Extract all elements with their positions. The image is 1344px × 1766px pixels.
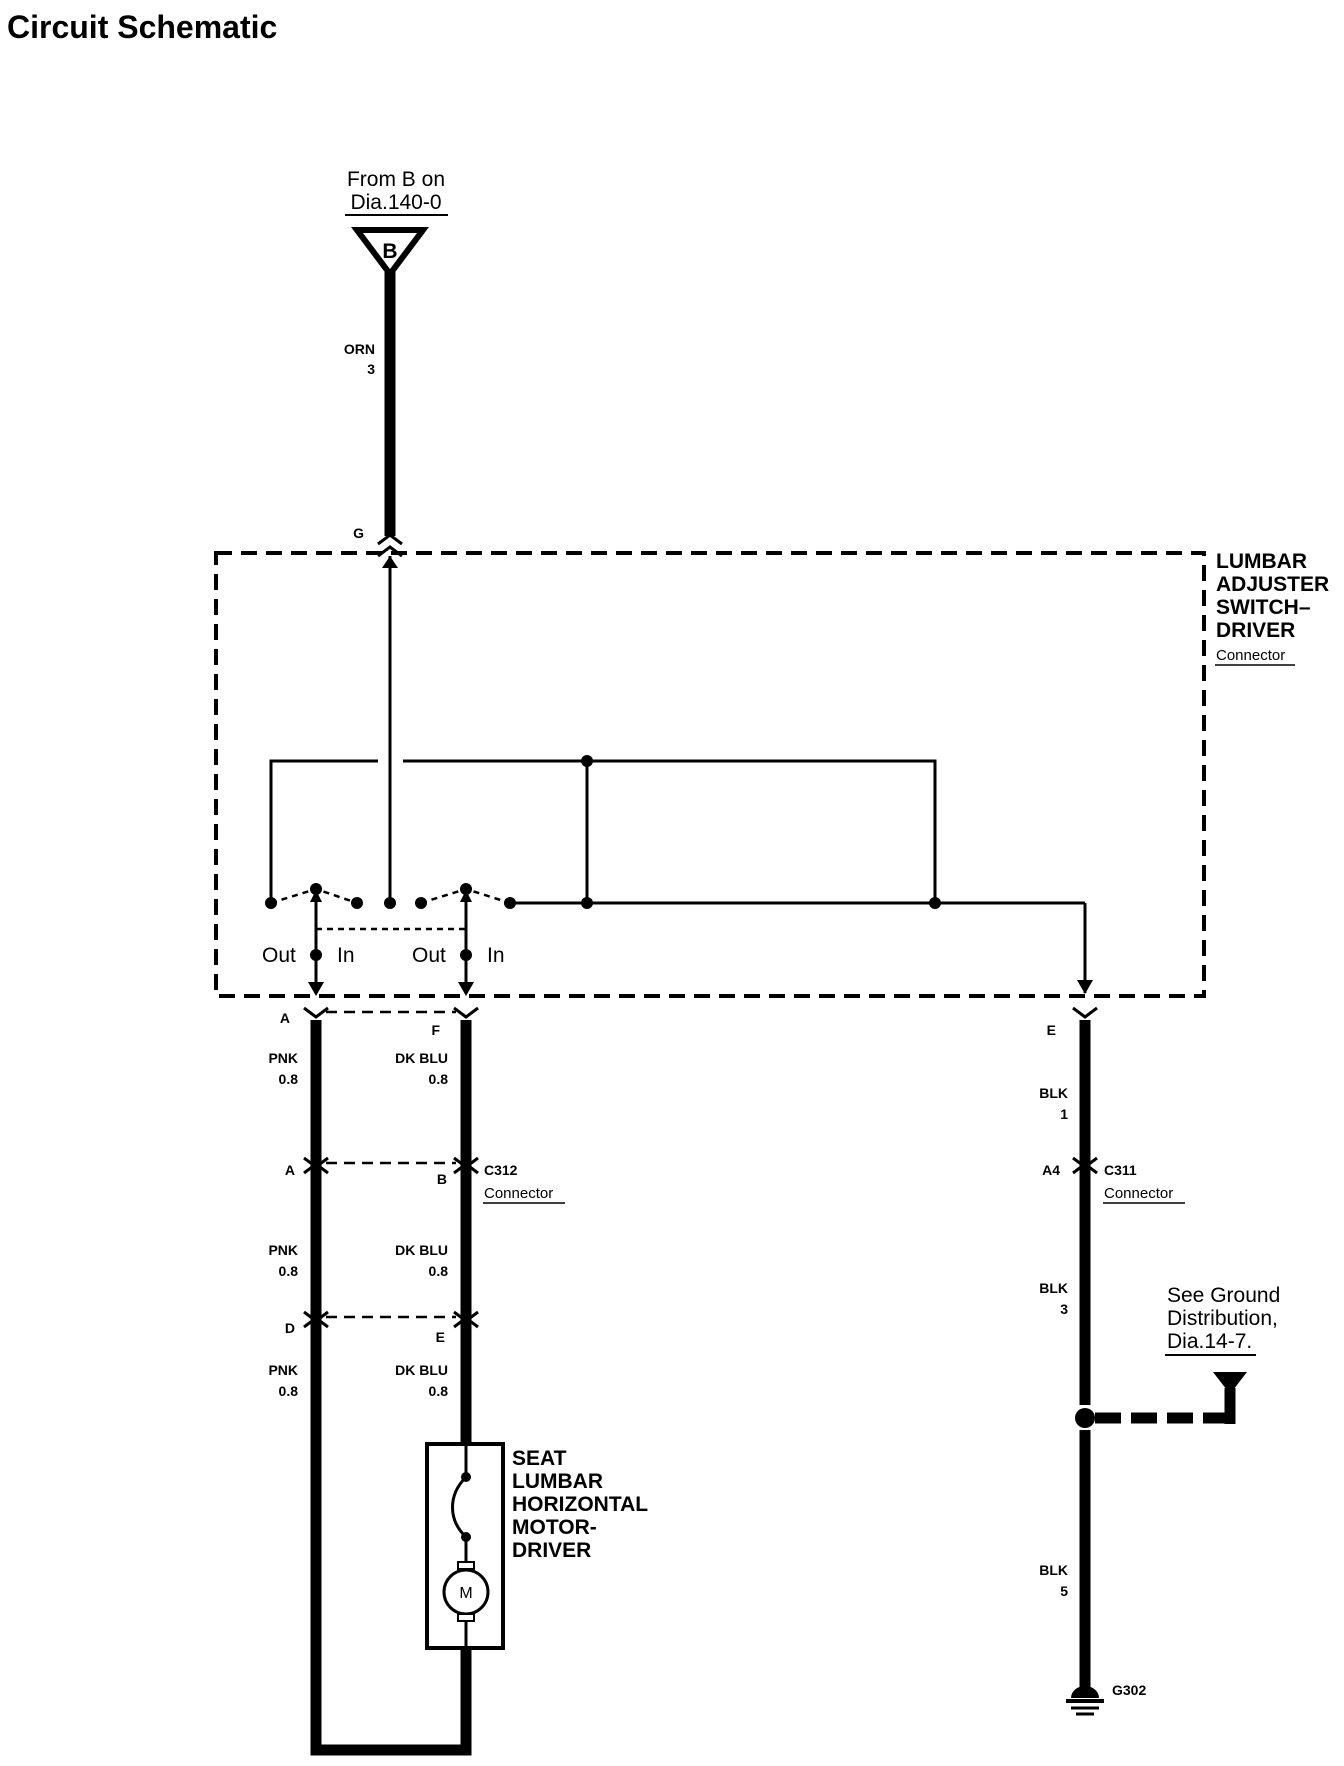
motor-brush-bottom [457,1613,475,1622]
switch-name-line1: LUMBAR [1216,550,1307,573]
ground-distribution-arrow [1213,1372,1247,1394]
c312-sub: Connector [484,1185,553,1202]
switch-feed-arrow [382,556,398,568]
wire-dkblu-color-1: DK BLU [395,1050,448,1066]
wire-pnk-size-1: 0.8 [279,1071,299,1087]
c311-pin-label: A4 [1042,1162,1060,1178]
switch-connector-label: Connector [1216,647,1285,664]
motor-name-line5: DRIVER [512,1539,591,1562]
contact-4 [384,897,396,909]
ground-icon-cap [1071,1686,1099,1698]
c311-sub: Connector [1104,1185,1173,1202]
wire-pnk-size-2: 0.8 [279,1263,299,1279]
motor-name-line2: LUMBAR [512,1470,603,1493]
ground-ref-line2: Distribution, [1167,1307,1278,1330]
switch-name-line4: DRIVER [1216,619,1295,642]
c312-pin-a-label: A [285,1162,295,1178]
position-in-1: In [337,944,355,967]
pin-g-chevron-top [377,533,403,546]
c312-pin-b-chevron-bottom [453,1162,479,1175]
wire-pnk [310,1020,472,1756]
pin-f-arrow [458,982,474,996]
conn-pin-e-chevron-bottom [453,1316,479,1329]
pivot-a-arrow [310,890,322,902]
pin-g-label: G [353,525,364,541]
pin-f-chevron [453,1006,479,1019]
pin-f-label: F [431,1022,440,1038]
conn-pin-e-chevron-top [453,1310,479,1323]
wire-blk1-size: 1 [1060,1106,1068,1122]
c311-chevron-top [1072,1156,1098,1169]
c311-chevron-bottom [1072,1162,1098,1175]
motor-name-line4: MOTOR- [512,1516,597,1539]
pin-e-label: E [1047,1022,1056,1038]
wire-dkblu-size-1: 0.8 [429,1071,449,1087]
pivot-a-dot [310,949,322,961]
off-page-letter: B [382,240,397,263]
conn-pin-e-label: E [436,1329,445,1345]
c312-pin-b-label: B [437,1171,447,1187]
contact-9 [929,897,941,909]
switch-name-line2: ADJUSTER [1216,573,1329,596]
wire-blk3-color: BLK [1039,1280,1068,1296]
bus-right [403,759,937,903]
motor-name-line3: HORIZONTAL [512,1493,648,1516]
pin-a-arrow [308,982,324,996]
wire-pnk-color-1: PNK [268,1050,298,1066]
conn-pin-d-chevron-top [303,1310,329,1323]
wire-blk3-size: 3 [1060,1301,1068,1317]
c312-name: C312 [484,1162,518,1178]
contact-8 [581,897,593,909]
wire-dkblu-size-2: 0.8 [429,1263,449,1279]
ground-name: G302 [1112,1682,1146,1698]
motor-name-line1: SEAT [512,1447,567,1470]
wire-pnk-color-2: PNK [268,1242,298,1258]
c312-pin-a-chevron-bottom [303,1162,329,1175]
wire-orn-size: 3 [367,361,375,377]
motor-breaker-element [451,1475,468,1539]
ground-ref-line3: Dia.14-7. [1167,1330,1252,1353]
switch-name-line3: SWITCH– [1216,596,1311,619]
position-out-2: Out [412,944,446,967]
pin-e-chevron [1072,1006,1098,1019]
motor-symbol-letter: M [459,1585,472,1602]
motor-brush-top [457,1561,475,1570]
pin-a-chevron [303,1006,329,1019]
off-page-connector-b[interactable] [351,227,429,279]
pivot-f-arrow [460,890,472,902]
conn-pin-d-label: D [285,1320,295,1336]
wire-blk1-color: BLK [1039,1085,1068,1101]
wire-pnk-size-3: 0.8 [279,1383,299,1399]
conn-pin-d-chevron-bottom [303,1316,329,1329]
page-title: Circuit Schematic [7,9,277,45]
ground-ref-line1: See Ground [1167,1284,1280,1307]
from-ref-line2: Dia.140-0 [350,191,441,214]
ground-bus-arrow [1077,980,1093,994]
position-in-2: In [487,944,505,967]
c312-pin-a-chevron-top [303,1156,329,1169]
wire-blk5-color: BLK [1039,1562,1068,1578]
splice-junction [1075,1408,1095,1428]
from-ref-line1: From B on [347,168,445,191]
wire-pnk-color-3: PNK [268,1362,298,1378]
wire-dkblu-color-3: DK BLU [395,1362,448,1378]
c311-name: C311 [1104,1162,1137,1178]
position-out-1: Out [262,944,296,967]
pin-a-label: A [280,1010,290,1026]
switch-enclosure [214,551,1206,998]
wire-dkblu-size-3: 0.8 [429,1383,449,1399]
c312-pin-b-chevron-top [453,1156,479,1169]
wire-blk5-size: 5 [1060,1583,1068,1599]
wire-dkblu-color-2: DK BLU [395,1242,448,1258]
pivot-f-dot [460,949,472,961]
bus-junction-top [581,755,593,767]
wire-orn-color: ORN [344,341,375,357]
bus-left [269,759,378,903]
